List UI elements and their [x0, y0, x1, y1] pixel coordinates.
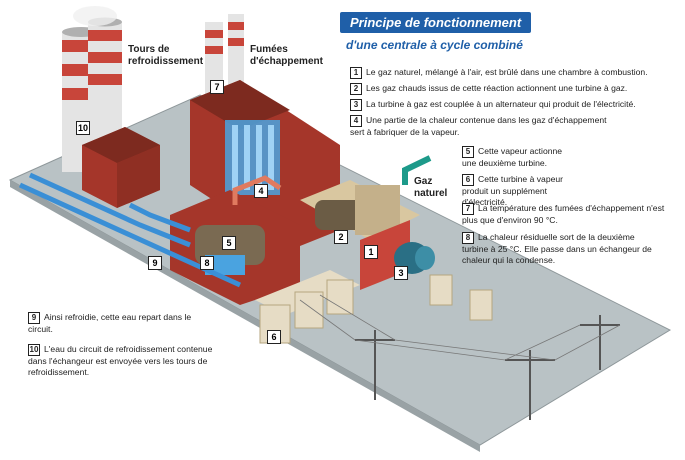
ground-edge [10, 180, 480, 452]
pylons [355, 315, 620, 420]
exhaust-stacks [205, 14, 244, 112]
badge-5: 5 [222, 236, 236, 250]
cooling-towers [62, 6, 122, 172]
label-gas: Gaz naturel [414, 176, 448, 199]
ground-platform [8, 94, 672, 446]
power-lines [299, 294, 621, 361]
badge-2: 2 [334, 230, 348, 244]
badge-8: 8 [200, 256, 214, 270]
badge-9: 9 [148, 256, 162, 270]
badge-1: 1 [364, 245, 378, 259]
badge-7: 7 [210, 80, 224, 94]
badge-10: 10 [76, 121, 90, 135]
badge-6: 6 [267, 330, 281, 344]
transformer-yard [255, 270, 493, 344]
cooling-unit [82, 127, 160, 208]
label-cooling-towers: Tours de refroidissement [128, 44, 204, 67]
diagram-title: Principe de fonctionnement [340, 12, 532, 33]
steam-pipe [232, 175, 282, 205]
label-exhaust: Fumées d'échappement [250, 44, 323, 67]
gas-pipe [402, 155, 432, 185]
badge-3: 3 [394, 266, 408, 280]
gas-turbine-hall [300, 180, 420, 290]
badge-4: 4 [254, 184, 268, 198]
diagram-subtitle: d'une centrale à cycle combiné [346, 38, 523, 52]
